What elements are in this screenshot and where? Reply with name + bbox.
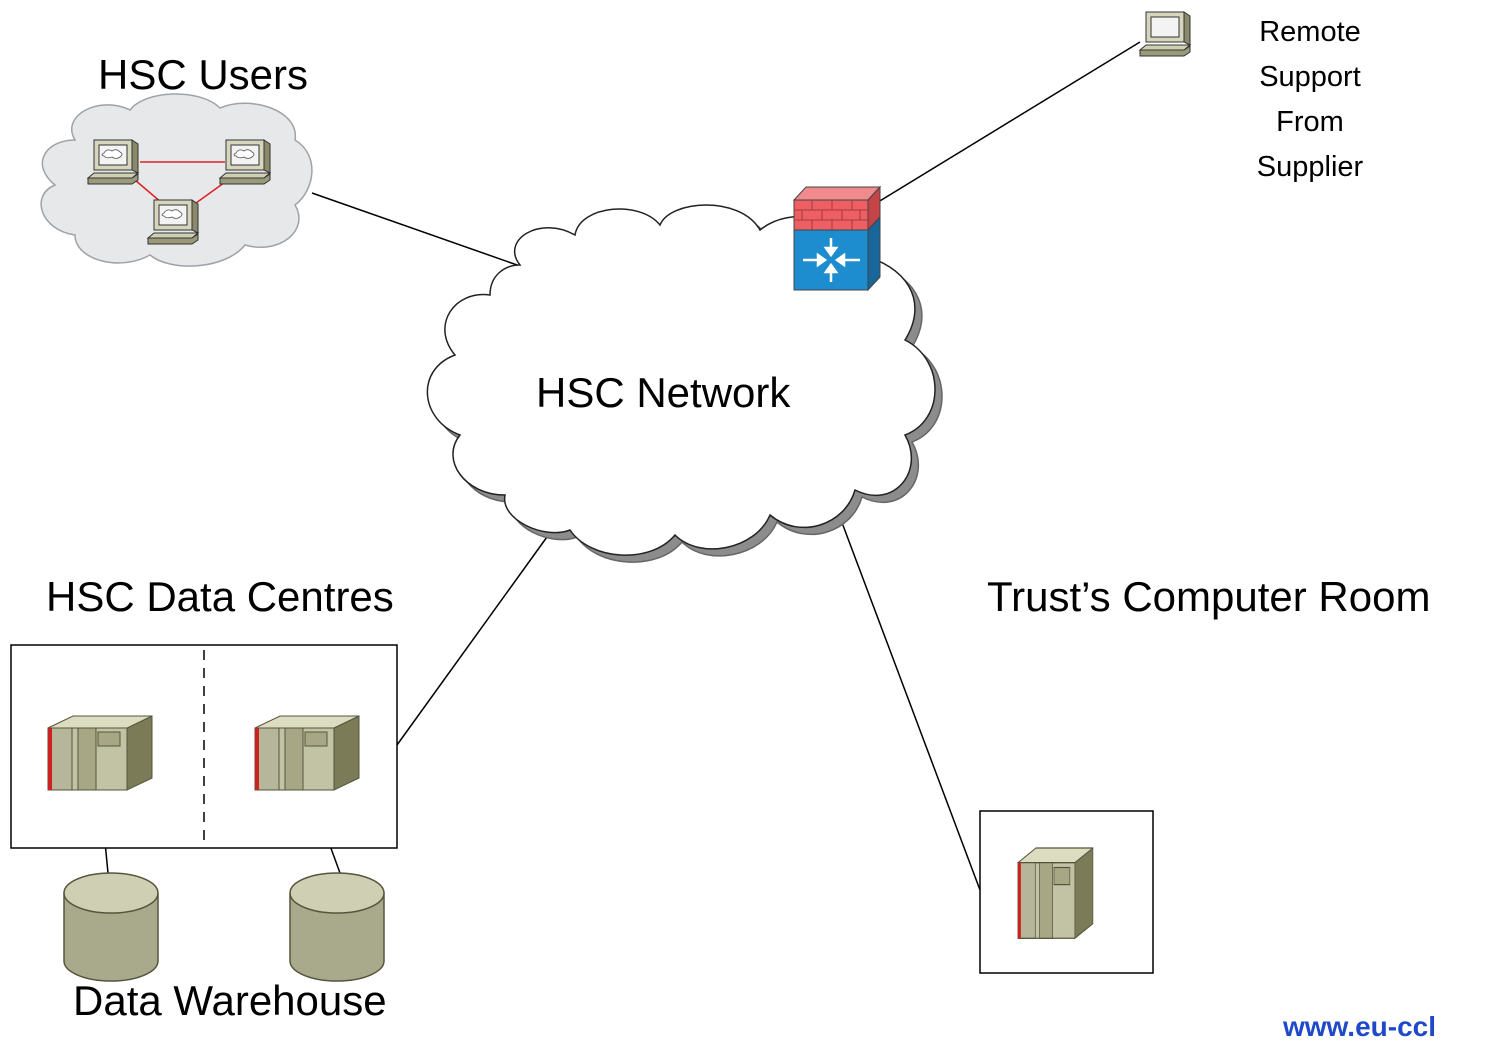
link-firewall-remote xyxy=(869,41,1141,208)
hsc-users-label: HSC Users xyxy=(98,51,309,98)
remote-support-line: Remote xyxy=(1259,16,1361,48)
database-icon xyxy=(289,872,385,982)
hsc-network-label: HSC Network xyxy=(536,369,791,416)
remote-support-line: From xyxy=(1276,106,1344,138)
user-pc-icon xyxy=(88,140,138,184)
trusts-computer-room-label: Trust’s Computer Room xyxy=(987,573,1431,620)
server-icon xyxy=(254,715,360,791)
hsc-data-centres-label: HSC Data Centres xyxy=(46,573,394,620)
remote-support-label: Remote Support From Supplier xyxy=(1230,10,1390,190)
database-icon xyxy=(63,872,159,982)
user-pc-icon xyxy=(148,200,198,244)
user-pc-icon xyxy=(220,140,270,184)
data-warehouse-label: Data Warehouse xyxy=(73,977,387,1024)
server-icon xyxy=(1017,847,1094,939)
remote-pc-icon xyxy=(1139,11,1191,57)
server-icon xyxy=(47,715,153,791)
link-users-network xyxy=(311,192,521,267)
website-url[interactable]: www.eu-ccl xyxy=(1283,1011,1437,1042)
link-network-trust xyxy=(837,511,981,891)
firewall-router-icon xyxy=(792,185,882,292)
hsc-users-cloud xyxy=(40,93,313,267)
remote-support-line: Support xyxy=(1259,61,1361,93)
remote-support-line: Supplier xyxy=(1256,151,1364,183)
link-network-datacentre xyxy=(396,529,553,746)
